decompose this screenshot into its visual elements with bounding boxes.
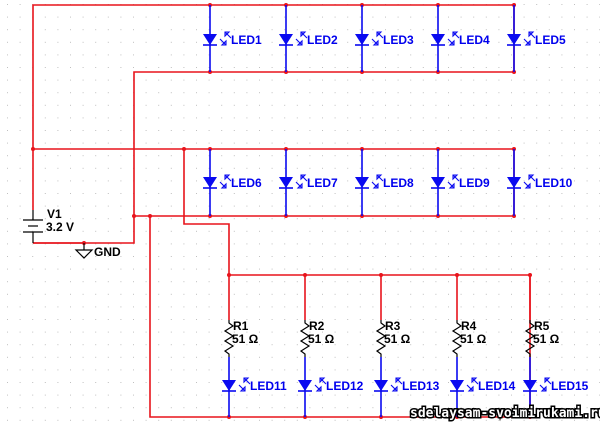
diode-icon (203, 177, 217, 188)
light-arrows-icon (219, 31, 232, 46)
led-led12[interactable]: LED12 (298, 357, 364, 417)
resistor-value: 51 Ω (232, 332, 259, 346)
ground-label: GND (94, 245, 121, 259)
led-label: LED2 (307, 33, 338, 47)
junction-dot (148, 214, 152, 218)
diode-icon (355, 177, 369, 188)
led-led5[interactable]: LED5 (507, 5, 566, 72)
diode-icon (355, 34, 369, 45)
led-led2[interactable]: LED2 (279, 5, 338, 72)
resistor-icon (375, 320, 387, 357)
diode-icon (507, 34, 521, 45)
light-arrows-icon (447, 31, 460, 46)
resistor-name: R1 (233, 319, 249, 333)
ground-icon (74, 243, 94, 259)
led-label: LED4 (459, 33, 490, 47)
led-led15[interactable]: LED15 (523, 357, 589, 417)
resistor-icon (299, 320, 311, 357)
diode-icon (431, 34, 445, 45)
diode-icon (279, 34, 293, 45)
resistor-icon (451, 320, 463, 357)
led-label: LED9 (459, 176, 490, 190)
led-label: LED15 (551, 379, 589, 393)
grid-dots (7, 4, 600, 421)
led-label: LED3 (383, 33, 414, 47)
battery-value: 3.2 V (46, 220, 74, 234)
light-arrows-icon (466, 377, 479, 392)
led-label: LED14 (478, 379, 516, 393)
battery-name: V1 (47, 207, 62, 221)
led-led7[interactable]: LED7 (279, 149, 338, 216)
light-arrows-icon (371, 174, 384, 189)
led-led10[interactable]: LED10 (507, 149, 573, 216)
led-led8[interactable]: LED8 (355, 149, 414, 216)
led-led9[interactable]: LED9 (431, 149, 490, 216)
wire-main-loop (32, 4, 515, 244)
resistor-value: 51 Ω (308, 332, 335, 346)
resistor-value: 51 Ω (533, 332, 560, 346)
light-arrows-icon (295, 174, 308, 189)
resistor-name: R3 (385, 319, 401, 333)
light-arrows-icon (295, 31, 308, 46)
light-arrows-icon (219, 174, 232, 189)
diode-icon (203, 34, 217, 45)
diode-icon (279, 177, 293, 188)
led-led13[interactable]: LED13 (374, 357, 440, 417)
light-arrows-icon (447, 174, 460, 189)
led-led11[interactable]: LED11 (222, 357, 287, 417)
resistor-icon (524, 320, 536, 357)
led-led4[interactable]: LED4 (431, 5, 490, 72)
diode-icon (298, 380, 312, 391)
diode-icon (523, 380, 537, 391)
diode-icon (507, 177, 521, 188)
resistor-icon (223, 320, 235, 357)
resistor-name: R2 (309, 319, 325, 333)
light-arrows-icon (539, 377, 552, 392)
led-label: LED6 (231, 176, 262, 190)
led-label: LED5 (535, 33, 566, 47)
led-label: LED12 (326, 379, 364, 393)
light-arrows-icon (523, 174, 536, 189)
led-label: LED8 (383, 176, 414, 190)
led-led6[interactable]: LED6 (203, 149, 262, 216)
diode-icon (431, 177, 445, 188)
led-label: LED10 (535, 176, 573, 190)
watermark: sdelaysam-svoimirukami.ru (410, 406, 600, 421)
diode-icon (222, 380, 236, 391)
light-arrows-icon (238, 377, 251, 392)
diode-icon (374, 380, 388, 391)
wire-group2-rails (33, 148, 515, 217)
resistor-name: R4 (461, 319, 477, 333)
junction-dot (31, 147, 35, 151)
resistor-value: 51 Ω (460, 332, 487, 346)
resistor-value: 51 Ω (384, 332, 411, 346)
led-label: LED13 (402, 379, 440, 393)
diode-icon (450, 380, 464, 391)
led-label: LED11 (250, 379, 287, 393)
led-led14[interactable]: LED14 (450, 357, 516, 417)
battery-icon[interactable] (23, 210, 43, 243)
led-label: LED7 (307, 176, 338, 190)
led-led3[interactable]: LED3 (355, 5, 414, 72)
light-arrows-icon (314, 377, 327, 392)
led-led1[interactable]: LED1 (203, 5, 262, 72)
resistor-name: R5 (534, 319, 550, 333)
light-arrows-icon (523, 31, 536, 46)
junction-dot (182, 147, 186, 151)
light-arrows-icon (390, 377, 403, 392)
led-label: LED1 (231, 33, 262, 47)
light-arrows-icon (371, 31, 384, 46)
junction-dot (132, 214, 136, 218)
